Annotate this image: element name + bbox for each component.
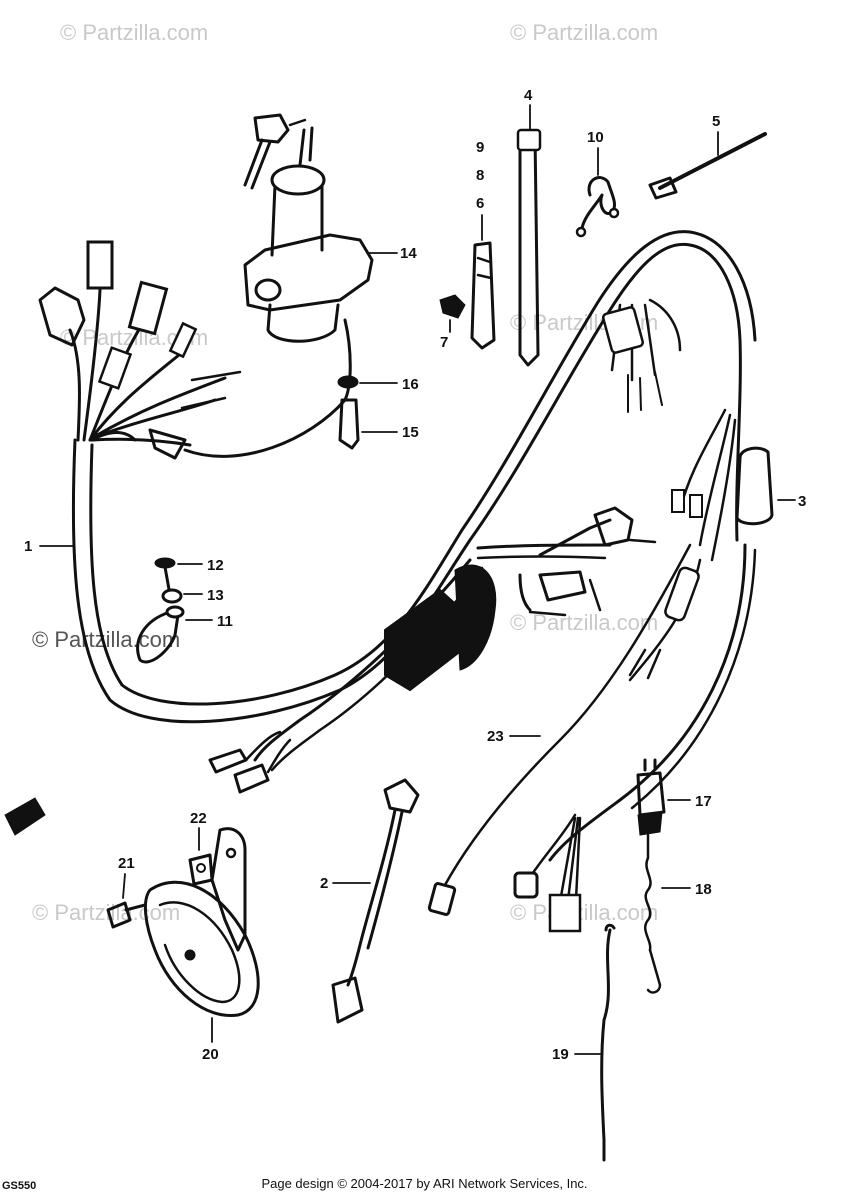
callout-label: 21 — [118, 855, 135, 872]
part-23-wire: 23 — [427, 543, 692, 916]
callout-label: 12 — [207, 557, 224, 574]
callout-label: 4 — [524, 87, 533, 104]
callout-label: 3 — [798, 493, 806, 510]
callout-1: 1 — [24, 538, 74, 555]
callout-label: 5 — [712, 113, 720, 130]
part-16-15: 16 15 — [337, 375, 419, 450]
part-9-8-6-7: 9 8 6 7 — [439, 139, 496, 351]
callout-label: 1 — [24, 538, 32, 555]
callout-label: 7 — [440, 334, 448, 351]
ignition-switch: 14 — [243, 113, 417, 343]
callout-label: 22 — [190, 810, 207, 827]
callout-label: 18 — [695, 881, 712, 898]
callout-label: 23 — [487, 728, 504, 745]
part-20-horn: 22 21 20 — [106, 810, 260, 1063]
callout-label: 11 — [217, 613, 233, 630]
diagram-code: GS550 — [2, 1180, 37, 1192]
watermark: © Partzilla.com — [510, 610, 658, 635]
part-3-cap: 3 — [735, 446, 806, 526]
callout-label: 16 — [402, 376, 419, 393]
callout-label: 9 — [476, 139, 484, 156]
part-12-13-11: 12 13 11 — [136, 557, 233, 664]
part-17-18-19: 17 18 19 — [552, 758, 712, 1162]
part-10-clip: 10 — [575, 129, 620, 238]
part-5-rod: 5 — [648, 113, 767, 200]
watermark: © Partzilla.com — [510, 20, 658, 45]
callout-label: 20 — [202, 1046, 219, 1063]
callout-label: 17 — [695, 793, 712, 810]
callout-label: 8 — [476, 167, 484, 184]
misc-fragment — [4, 797, 46, 836]
footer-copyright: Page design © 2004-2017 by ARI Network S… — [261, 1176, 588, 1191]
harness-connector — [86, 240, 114, 290]
callout-label: 14 — [400, 245, 417, 262]
watermark: © Partzilla.com — [510, 900, 658, 925]
callout-label: 15 — [402, 424, 419, 441]
watermark: © Partzilla.com — [60, 20, 208, 45]
callout-label: 19 — [552, 1046, 569, 1063]
callout-label: 2 — [320, 875, 328, 892]
watermark: © Partzilla.com — [32, 900, 180, 925]
part-2-sub-harness: 2 — [320, 778, 420, 1024]
callout-label: 10 — [587, 129, 604, 146]
part-4-strap: 4 — [516, 87, 542, 367]
callout-label: 13 — [207, 587, 224, 604]
main-wiring-harness — [38, 230, 757, 933]
callout-label: 6 — [476, 195, 484, 212]
